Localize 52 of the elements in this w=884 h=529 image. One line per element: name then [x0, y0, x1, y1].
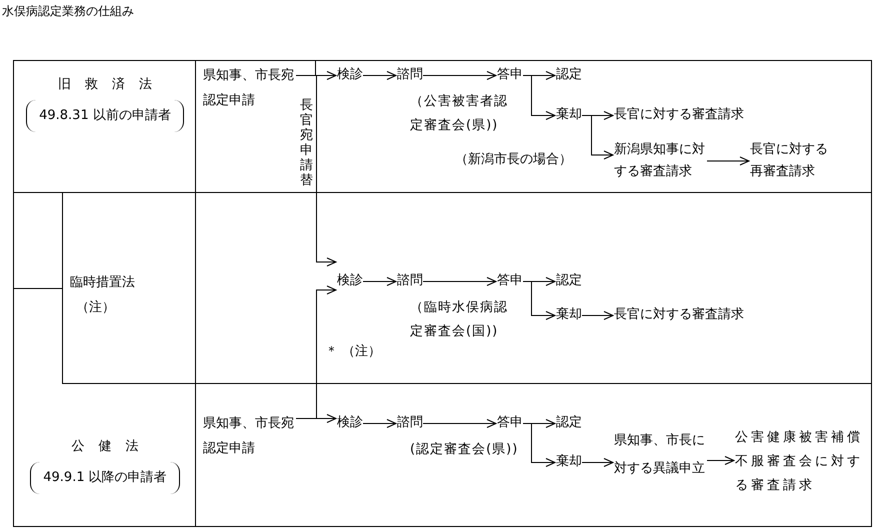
arrow: [422, 419, 496, 428]
step-label: 検診: [337, 413, 363, 433]
arrow: [362, 419, 396, 428]
note-text: （臨時水俣病認定審査会(国)): [410, 299, 509, 341]
step-label: 諮問: [397, 414, 423, 432]
arrow: [582, 458, 614, 467]
arrow: [296, 75, 336, 266]
arrow: [362, 71, 396, 80]
step-label: 認定: [556, 65, 582, 85]
step-label: 新潟県知事に対する審査請求: [614, 139, 707, 183]
step-label: 認定: [556, 413, 582, 433]
law-heading: 旧救済法: [57, 76, 166, 94]
note-text: （公害被害者認定審査会(県)): [410, 93, 509, 135]
step-label: 長官に対する審査請求: [614, 305, 744, 325]
step-label: 県知事、市長に対する異議申立: [614, 427, 707, 483]
note-text: （新潟市長の場合）: [455, 151, 572, 168]
bracketed-note: 49.8.31 以前の申請者: [26, 100, 184, 132]
step-label: 県知事、市長宛認定申請: [203, 411, 296, 461]
arrow: [362, 277, 396, 286]
arrow: [422, 277, 496, 286]
arrow: [422, 71, 496, 80]
step-label: 棄却: [556, 452, 582, 472]
arrow: [582, 115, 614, 160]
edge-label: 長官宛申請替: [300, 98, 314, 188]
law-heading: 公健法: [70, 438, 152, 456]
step-label: 長官に対する再審査請求: [750, 139, 832, 183]
note-text: (認定審査会(県)): [410, 441, 520, 459]
step-label: 認定: [556, 271, 582, 291]
step-label: 検診: [337, 65, 363, 85]
step-label: 諮問: [397, 66, 423, 84]
step-label: 答申: [497, 271, 523, 291]
title: 水俣病認定業務の仕組み: [2, 3, 134, 20]
step-label: 検診: [337, 271, 363, 291]
step-label: 答申: [497, 65, 523, 85]
note-text: ＊ （注）: [325, 343, 382, 360]
step-label: 諮問: [397, 272, 423, 290]
step-label: 公害健康被害補償不服審査会に対する審査請求: [735, 426, 867, 498]
arrow: [706, 456, 734, 465]
step-label: 棄却: [556, 105, 582, 125]
arrow: [582, 311, 614, 320]
arrow: [522, 75, 556, 120]
bracketed-note: 49.9.1 以降の申請者: [30, 462, 180, 494]
arrow: [296, 414, 336, 423]
note-text: （注）: [75, 299, 115, 317]
law-heading: 臨時措置法: [70, 274, 135, 292]
arrow: [522, 281, 556, 320]
arrow: [522, 423, 556, 467]
step-label: 長官に対する審査請求: [614, 105, 744, 125]
step-label: 棄却: [556, 305, 582, 325]
arrow: [706, 156, 750, 166]
step-label: 県知事、市長宛認定申請: [203, 63, 296, 113]
step-label: 答申: [497, 413, 523, 433]
